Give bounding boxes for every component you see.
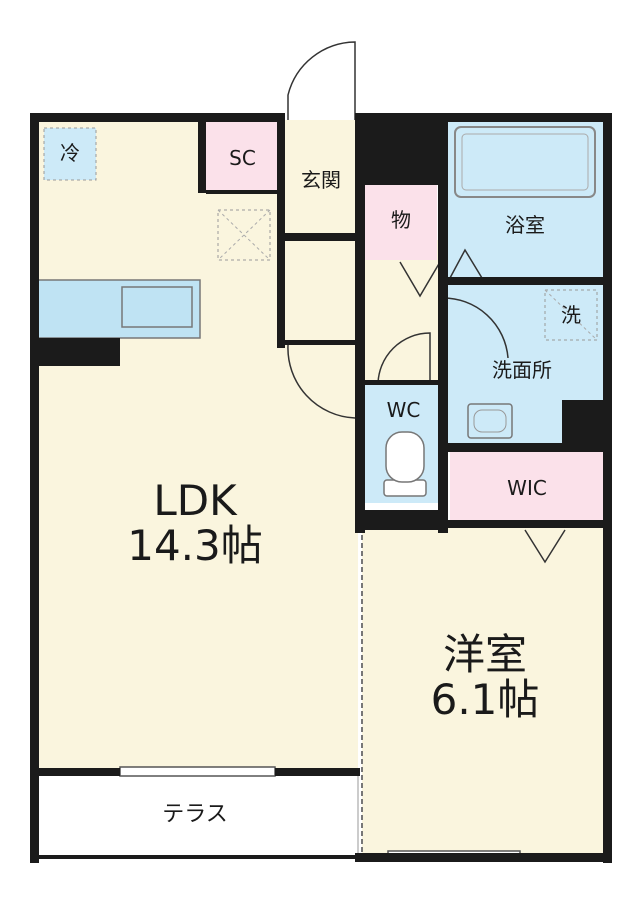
wash-basin (467, 403, 513, 439)
bath-door-mark (449, 248, 483, 279)
wic-floor (450, 452, 603, 522)
entry-door-swing (287, 41, 356, 120)
bathroom-label: 浴室 (505, 213, 545, 237)
entrance-floor (285, 120, 360, 240)
western-size: 6.1帖 (430, 675, 540, 725)
wic-door-mark (524, 529, 566, 564)
washer-space (544, 289, 598, 341)
ldk-door-swing (287, 344, 356, 419)
washer-label: 洗 (561, 303, 581, 327)
toilet-bowl (385, 431, 425, 483)
entrance-label: 玄関 (301, 168, 341, 192)
sc-floor (205, 122, 280, 192)
terrace-floor (37, 774, 359, 858)
fridge-label: 冷 (60, 141, 80, 165)
wc-door-swing (377, 332, 431, 386)
bathtub (454, 126, 596, 198)
storage-floor (365, 185, 437, 260)
washroom-label: 洗面所 (492, 358, 552, 382)
western-name: 洋室 (442, 630, 527, 679)
terrace-label: テラス (162, 802, 228, 827)
kitchen-sink (121, 286, 193, 328)
storage-door-mark (399, 261, 441, 298)
ldk-label: LDK 14.3帖 (100, 478, 290, 569)
kitchen-counter (37, 279, 201, 339)
ldk-window (119, 766, 276, 777)
wic-label: WIC (507, 476, 547, 500)
wash-door-swing (441, 297, 509, 359)
ldk-size: 14.3帖 (127, 521, 263, 571)
ldk-name: LDK (153, 476, 237, 525)
ceiling-unit (217, 209, 271, 261)
walls (30, 113, 612, 863)
western-label: 洋室 6.1帖 (395, 632, 575, 723)
storage-label: 物 (391, 208, 411, 232)
fridge-space (43, 127, 97, 181)
toilet-label: WC (386, 398, 421, 422)
sc-label: SC (229, 146, 256, 170)
western-floor (362, 528, 604, 858)
